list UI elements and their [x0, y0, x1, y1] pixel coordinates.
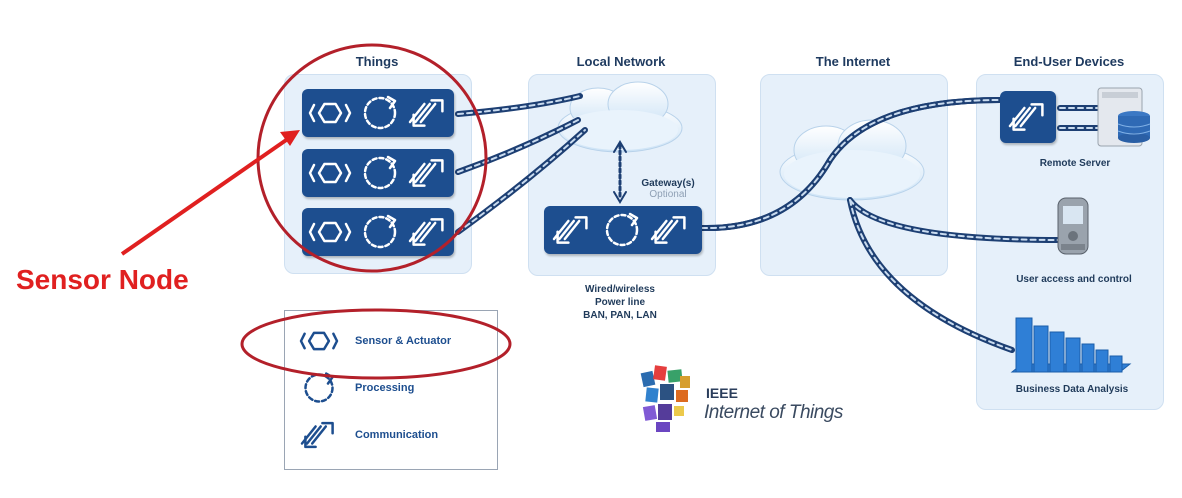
annotation-arrow	[120, 130, 300, 256]
business-data-label: Business Data Analysis	[1015, 384, 1129, 395]
local-network-title: Local Network	[576, 54, 666, 69]
communication-icon	[408, 159, 444, 187]
local-network-cloud	[557, 81, 683, 153]
gateway-optional-label: Optional	[649, 189, 687, 200]
processing-icon	[605, 212, 639, 247]
end-user-title: End-User Devices	[1013, 54, 1125, 69]
communication-icon	[1008, 103, 1044, 131]
remote-server-label: Remote Server	[1039, 158, 1111, 169]
server-icon	[1097, 87, 1151, 147]
sensor-actuator-highlight-ellipse	[240, 308, 512, 380]
ieee-label: IEEE	[706, 385, 738, 401]
processing-icon	[363, 214, 397, 249]
sensor-actuator-icon	[308, 221, 352, 243]
local-network-caption-2: Power line	[594, 297, 645, 308]
sensor-actuator-icon	[299, 331, 339, 351]
bar-chart-icon	[1010, 317, 1132, 373]
gateway-label: Gateway(s)	[641, 178, 695, 189]
user-access-label: User access and control	[1016, 274, 1132, 285]
legend-processing-label: Processing	[355, 382, 415, 394]
local-network-caption-1: Wired/wireless	[585, 284, 655, 295]
communication-icon	[408, 99, 444, 127]
sensor-node-annotation: Sensor Node	[16, 264, 189, 295]
sensor-actuator-icon	[308, 102, 352, 124]
phone-icon	[1057, 197, 1089, 255]
communication-icon	[300, 421, 334, 449]
internet-title: The Internet	[815, 54, 891, 69]
processing-icon	[363, 95, 397, 130]
legend-sensor-label: Sensor & Actuator	[355, 335, 452, 347]
communication-icon	[552, 216, 588, 244]
legend-communication-label: Communication	[355, 429, 439, 441]
sensor-node-highlight-circle	[256, 43, 488, 273]
iot-brand-label: Internet of Things	[704, 402, 843, 423]
communication-icon	[650, 216, 686, 244]
legend-box	[284, 310, 498, 470]
local-network-caption-3: BAN, PAN, LAN	[583, 310, 657, 321]
sensor-actuator-icon	[308, 162, 352, 184]
processing-icon	[363, 155, 397, 190]
communication-icon	[408, 218, 444, 246]
things-title: Things	[355, 54, 399, 69]
